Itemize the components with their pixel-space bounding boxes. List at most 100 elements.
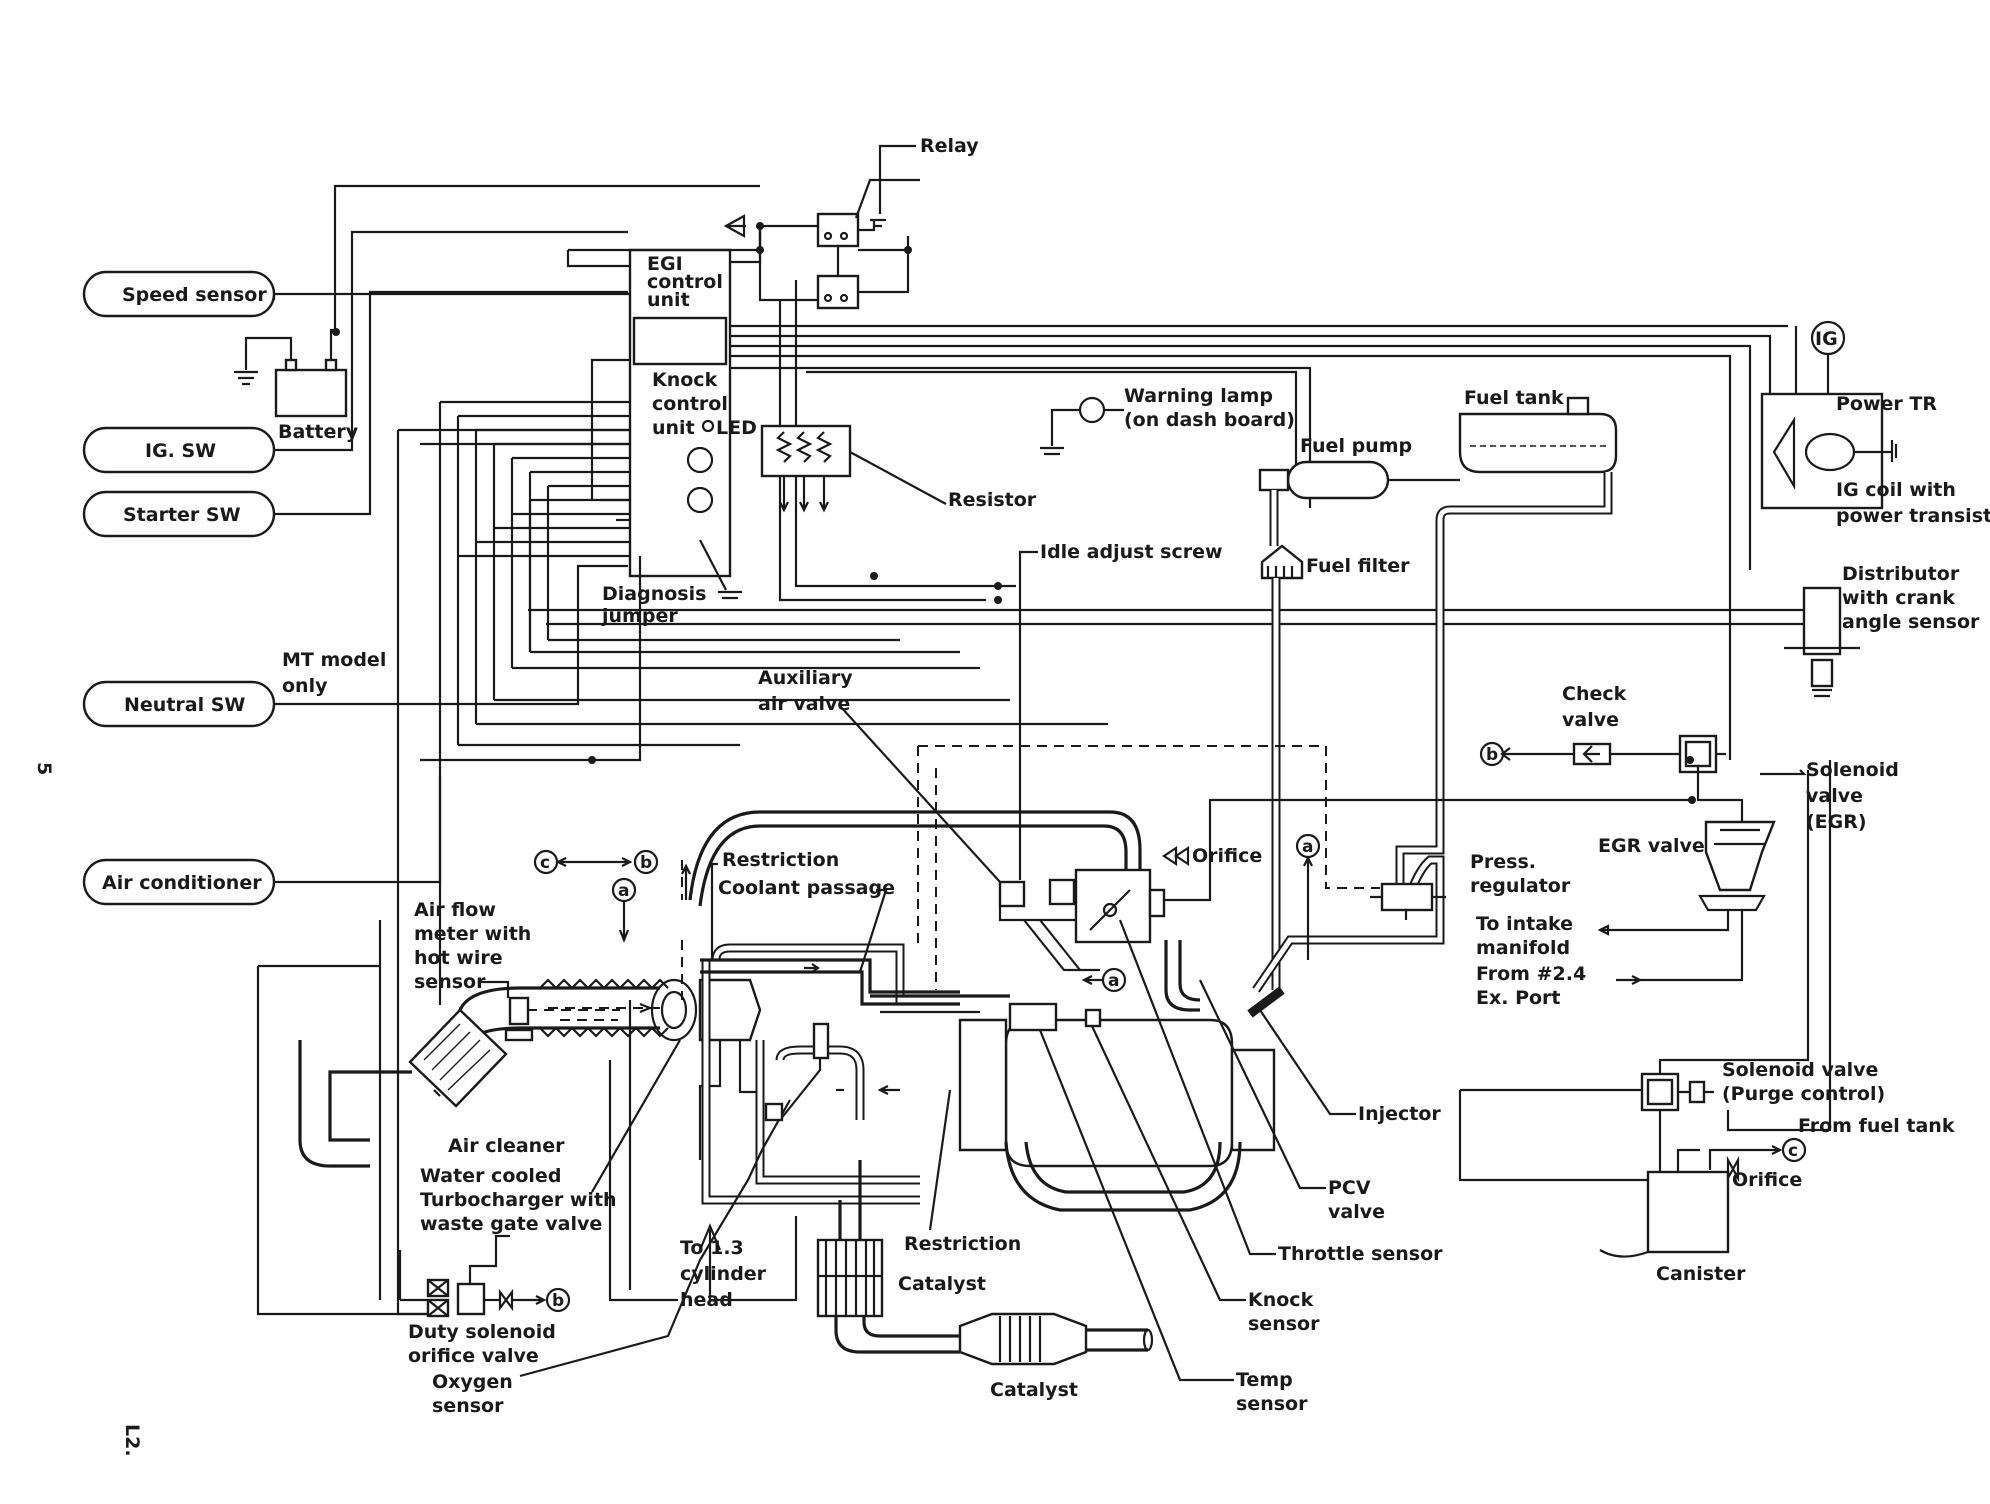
restriction-bottom-label: Restriction [904,1233,1021,1255]
distributor-label-3: angle sensor [1842,611,1980,633]
injector-label: Injector [1358,1103,1441,1125]
egr-valve-label: EGR valve [1598,835,1705,857]
battery-label: Battery [278,421,359,443]
check-valve: b Check valve [1479,683,1680,767]
from-fuel-tank-label: From fuel tank [1798,1115,1955,1137]
to-intake-label-2: manifold [1476,937,1570,959]
catalyst-label-1: Catalyst [898,1273,986,1295]
solenoid-egr-label-3: (EGR) [1806,811,1867,833]
aux-air-label-2: air valve [758,693,850,715]
mt-model-only-label: only [282,675,328,697]
resistor-block: Resistor [760,424,1037,513]
egi-label-2: control [647,271,723,293]
air-conditioner-label: Air conditioner [102,872,262,894]
pcv-label-1: PCV [1328,1177,1371,1199]
to-13-cylinder-head: To 1.3 cylinder head [608,1060,798,1311]
pcv-label-2: valve [1328,1201,1385,1223]
to-intake-label-1: To intake [1476,913,1573,935]
connector-a-right: a [1302,837,1313,857]
relay-wiring [332,214,1820,760]
knock-sensor-leader [1091,1025,1246,1302]
throttle-sensor-label: Throttle sensor [1278,1243,1443,1265]
oxygen-sensor: Oxygen sensor [432,1022,830,1417]
catalyst-rear: Catalyst [958,1312,1154,1401]
to13-label-1: To 1.3 [680,1237,744,1259]
airflow-label-2: meter with [414,923,531,945]
fuel-filter-label: Fuel filter [1306,555,1410,577]
intake-plenum [688,810,1201,1012]
throttle-sensor-leader [1118,919,1276,1256]
knock-sensor-label-1: Knock [1248,1289,1314,1311]
solenoid-valve-egr: Solenoid valve (EGR) [1678,734,1899,833]
turbo-label-3: waste gate valve [420,1213,602,1235]
airflow-label-1: Air flow [414,899,496,921]
temp-sensor-label-2: sensor [1236,1393,1308,1415]
canister-label: Canister [1656,1263,1746,1285]
neutral-sw-label: Neutral SW [124,694,245,716]
oxygen-sensor-label-1: Oxygen [432,1371,513,1393]
fuel-pump: Fuel pump [1258,435,1460,500]
airflow-label-4: sensor [414,971,486,993]
press-regulator-label-2: regulator [1470,875,1571,897]
egr-valve: EGR valve [1146,766,1776,912]
distributor: Distributor with crank angle sensor [528,563,1980,698]
power-tr-label: Power TR [1836,393,1937,415]
orifice-top-label: Orifice [1192,845,1262,867]
restriction-top-label: Restriction [722,849,839,871]
ig-coil: IG Power TR IG coil with power transiste… [1760,320,1990,527]
connector-c-right: c [1788,1141,1798,1161]
solenoid-egr-label-2: valve [1806,785,1863,807]
distributor-label-2: with crank [1842,587,1955,609]
to13-label-3: head [680,1289,733,1311]
starter-sw-label: Starter SW [123,504,241,526]
idle-adjust-leader [1018,550,1038,880]
purge-valve-label-2: (Purge control) [1722,1083,1885,1105]
mt-model-label: MT model [282,649,386,671]
connector-c-left: c [540,853,550,873]
knock-sensor-label-2: sensor [1248,1313,1320,1335]
input-neutral-sw: Neutral SW [82,680,276,728]
input-air-conditioner: Air conditioner [82,858,276,906]
left-outer-wires [256,358,1694,1316]
distributor-label-1: Distributor [1842,563,1960,585]
pcv-leader [1199,979,1326,1190]
turbo-label-1: Water cooled [420,1165,561,1187]
ig-coil-label-1: IG coil with [1836,479,1956,501]
connector-b-right: b [1486,745,1498,765]
airflow-leader [478,980,510,998]
ig-coil-label-2: power transister [1836,505,1990,527]
air-cleaner-label: Air cleaner [448,1135,565,1157]
purge-valve-label-1: Solenoid valve [1722,1059,1878,1081]
diagnosis-label-1: Diagnosis [602,583,706,605]
page-reference: L2. [121,1424,143,1457]
turbo-label-2: Turbocharger with [420,1189,617,1211]
ig-sw-label: IG. SW [145,440,216,462]
fuel-filter: Fuel filter [1260,544,1410,580]
throttle-body [998,868,1166,972]
check-valve-label-2: valve [1562,709,1619,731]
engine-block [958,1002,1276,1212]
duty-solenoid-label-2: orifice valve [408,1345,539,1367]
aux-air-leader [839,705,1001,883]
egi-label-1: EGI [647,253,683,275]
coolant-passage-label: Coolant passage [718,877,895,899]
canister: c From fuel tank Orifice Canister [1599,760,1955,1285]
orifice-top: Orifice [1162,845,1262,867]
page-number: 5 [33,762,55,775]
connector-b-bottom: b [552,1291,564,1311]
relay-upper [816,178,920,248]
to13-label-2: cylinder [680,1263,767,1285]
connector-a-left: a [618,881,629,901]
fuel-tank: Fuel tank [1458,387,1618,474]
turbocharger [650,943,960,1205]
catalyst-front: Catalyst [816,1160,986,1354]
ecu-left-bus [420,400,1108,1005]
fuel-tank-label: Fuel tank [1464,387,1564,409]
battery: Battery [234,184,760,443]
fuel-pump-label: Fuel pump [1300,435,1412,457]
input-speed-sensor: Speed sensor [82,270,276,318]
purge-solenoid-valve: Solenoid valve (Purge control) [1458,770,1885,1182]
relay-lower [816,274,860,310]
egi-label-3: unit [647,289,690,311]
